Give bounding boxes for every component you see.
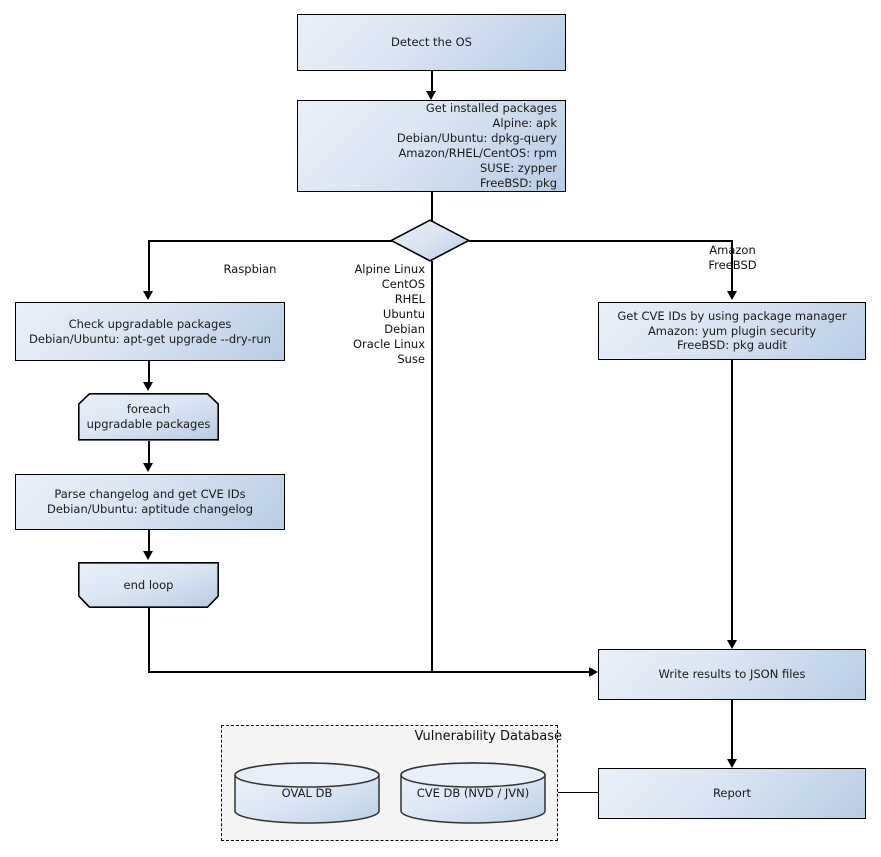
- node-end-loop[interactable]: end loop: [78, 562, 219, 608]
- edge-decision-right-vertical: [731, 240, 733, 292]
- arrowhead-down-get-cve: [726, 291, 737, 300]
- loop-start-shape-icon: [78, 393, 219, 441]
- node-check-upgradable-packages-label: Check upgradable packages Debian/Ubuntu:…: [29, 316, 271, 346]
- edge-merge-to-write-results: [148, 671, 590, 673]
- edge-check-to-foreach: [148, 361, 150, 383]
- arrowhead-down-parse: [143, 463, 154, 472]
- loop-end-shape-icon: [78, 562, 219, 608]
- edge-decision-middle-vertical: [431, 261, 433, 673]
- decision-diamond-icon: [389, 219, 471, 262]
- node-end-loop-label: end loop: [123, 577, 174, 592]
- node-report[interactable]: Report: [598, 768, 866, 819]
- cylinder-icon: [234, 762, 380, 824]
- node-parse-changelog-label: Parse changelog and get CVE IDs Debian/U…: [47, 487, 253, 516]
- node-get-installed-packages[interactable]: Get installed packages Alpine: apk Debia…: [297, 100, 566, 192]
- arrowhead-down-report: [726, 759, 737, 768]
- edge-decision-left-horizontal: [148, 240, 392, 242]
- datastore-oval-db[interactable]: OVAL DB: [234, 762, 380, 824]
- edge-endloop-to-merge: [148, 608, 150, 673]
- cylinder-icon: [400, 762, 546, 824]
- arrowhead-down-endloop: [143, 551, 154, 560]
- edge-parse-to-endloop: [148, 530, 150, 552]
- arrowhead-down-write-results: [726, 640, 737, 649]
- arrowhead-down-installed: [426, 91, 437, 100]
- datastore-oval-db-label: OVAL DB: [281, 786, 333, 800]
- arrowhead-right-write-results: [589, 667, 598, 677]
- node-foreach-loop-start-label: foreach upgradable packages: [86, 402, 211, 431]
- edge-label-middle-branch: Alpine Linux CentOS RHEL Ubuntu Debian O…: [352, 262, 425, 366]
- node-check-upgradable-packages[interactable]: Check upgradable packages Debian/Ubuntu:…: [15, 302, 285, 361]
- node-get-installed-packages-label: Get installed packages Alpine: apk Debia…: [396, 101, 557, 190]
- node-write-results-json[interactable]: Write results to JSON files: [598, 649, 866, 700]
- edge-detect-to-installed: [431, 71, 433, 92]
- edge-installed-to-decision: [431, 192, 433, 221]
- arrowhead-down-check-upgradable: [143, 291, 154, 300]
- edge-database-to-report: [556, 791, 598, 794]
- node-os-decision[interactable]: [389, 219, 471, 262]
- datastore-cve-db-label: CVE DB (NVD / JVN): [416, 786, 530, 800]
- node-get-cve-ids[interactable]: Get CVE IDs by using package manager Ama…: [598, 302, 866, 360]
- edge-label-right-branch: Amazon FreeBSD: [708, 243, 757, 272]
- vulnerability-database-title: Vulnerability Database: [414, 729, 562, 744]
- edge-foreach-to-parse: [148, 441, 150, 464]
- arrowhead-down-foreach: [143, 382, 154, 391]
- datastore-cve-db[interactable]: CVE DB (NVD / JVN): [400, 762, 546, 824]
- edge-label-left-branch: Raspbian: [223, 262, 277, 276]
- node-report-label: Report: [712, 786, 752, 801]
- edge-getcve-to-write-results: [731, 360, 733, 641]
- edge-decision-right-horizontal: [469, 240, 733, 242]
- node-write-results-json-label: Write results to JSON files: [658, 667, 806, 682]
- node-detect-os-label: Detect the OS: [391, 35, 472, 50]
- node-detect-os[interactable]: Detect the OS: [297, 14, 566, 71]
- node-parse-changelog[interactable]: Parse changelog and get CVE IDs Debian/U…: [15, 474, 285, 530]
- node-get-cve-ids-label: Get CVE IDs by using package manager Ama…: [617, 308, 847, 353]
- node-foreach-loop-start[interactable]: foreach upgradable packages: [78, 393, 219, 441]
- edge-write-results-to-report: [731, 700, 733, 760]
- edge-decision-left-vertical: [148, 240, 150, 292]
